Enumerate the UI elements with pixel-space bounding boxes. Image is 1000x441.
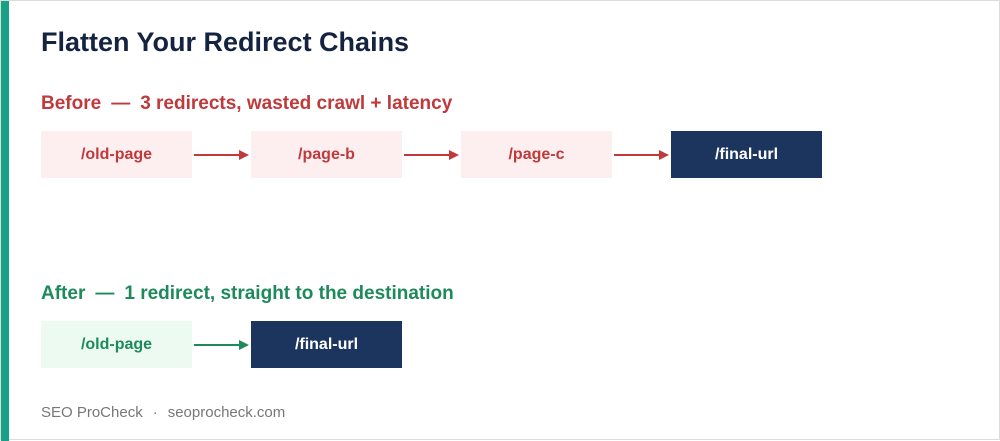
- before-arrow-2-icon: [404, 150, 459, 160]
- footer-website[interactable]: seoprocheck.com: [167, 404, 286, 421]
- before-heading: Before — 3 redirects, wasted crawl + laten…: [41, 93, 452, 115]
- before-node-page-b: /page-b: [251, 131, 402, 178]
- before-arrow-3-icon: [614, 150, 669, 160]
- footer: SEO ProCheck · seoprocheck.com: [41, 404, 285, 421]
- footer-brand: SEO ProCheck: [41, 404, 143, 421]
- before-node-old-page: /old-page: [41, 131, 192, 178]
- after-arrow-icon: [194, 340, 249, 350]
- footer-separator: ·: [152, 404, 158, 421]
- accent-bar: [1, 1, 9, 441]
- after-node-final-url: /final-url: [251, 321, 402, 368]
- after-node-old-page: /old-page: [41, 321, 192, 368]
- before-node-page-c: /page-c: [461, 131, 612, 178]
- after-heading: After — 1 redirect, straight to the destin…: [41, 283, 454, 305]
- before-arrow-1-icon: [194, 150, 249, 160]
- before-dash: —: [111, 93, 131, 114]
- after-description: 1 redirect, straight to the destination: [124, 283, 454, 304]
- page-title: Flatten Your Redirect Chains: [41, 27, 410, 57]
- before-node-final-url: /final-url: [671, 131, 822, 178]
- before-label: Before: [41, 93, 102, 114]
- after-dash: —: [95, 283, 115, 304]
- after-label: After: [41, 283, 86, 304]
- before-description: 3 redirects, wasted crawl + latency: [140, 93, 453, 114]
